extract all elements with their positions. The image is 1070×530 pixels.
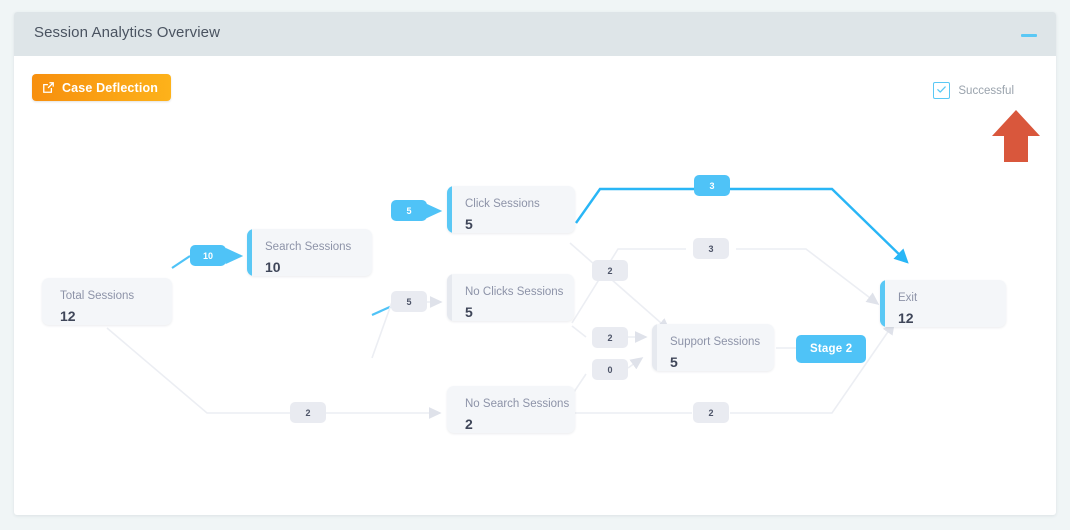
node-total-sessions[interactable]: Total Sessions 12 bbox=[42, 278, 172, 325]
node-value: 5 bbox=[670, 354, 678, 370]
edge-badge-noclicks-exit[interactable]: 3 bbox=[693, 238, 729, 259]
edge-badge-nosearch-support[interactable]: 0 bbox=[592, 359, 628, 380]
edge-badge-click-exit[interactable]: 3 bbox=[694, 175, 730, 196]
check-icon bbox=[936, 82, 947, 100]
case-deflection-label: Case Deflection bbox=[62, 80, 159, 95]
node-accent bbox=[447, 274, 452, 321]
node-click-sessions[interactable]: Click Sessions 5 bbox=[447, 186, 575, 233]
node-exit[interactable]: Exit 12 bbox=[880, 280, 1006, 327]
node-label: Click Sessions bbox=[465, 198, 540, 210]
minus-icon[interactable] bbox=[1020, 26, 1038, 44]
node-search-sessions[interactable]: Search Sessions 10 bbox=[247, 229, 372, 276]
stage-2-marker[interactable]: Stage 2 bbox=[796, 335, 867, 363]
successful-filter[interactable]: Successful bbox=[933, 82, 1014, 99]
edge-badge-total-nosearch[interactable]: 2 bbox=[290, 402, 326, 423]
edge-badge-search-noclicks[interactable]: 5 bbox=[391, 291, 427, 312]
node-label: No Search Sessions bbox=[465, 398, 570, 410]
node-accent bbox=[247, 229, 252, 276]
node-support-sessions[interactable]: Support Sessions 5 bbox=[652, 324, 774, 371]
card-header: Session Analytics Overview bbox=[14, 12, 1056, 56]
analytics-card: Session Analytics Overview Case Deflecti… bbox=[14, 12, 1056, 515]
minus-bar bbox=[1021, 34, 1037, 37]
node-no-search-sessions[interactable]: No Search Sessions 2 bbox=[447, 386, 575, 433]
node-value: 10 bbox=[265, 259, 281, 275]
successful-label: Successful bbox=[958, 84, 1014, 97]
node-no-clicks-sessions[interactable]: No Clicks Sessions 5 bbox=[447, 274, 574, 321]
node-value: 5 bbox=[465, 304, 473, 320]
external-link-icon bbox=[42, 81, 55, 94]
node-label: No Clicks Sessions bbox=[465, 286, 564, 298]
edge-badge-nosearch-exit[interactable]: 2 bbox=[693, 402, 729, 423]
edge-badge-total-search[interactable]: 10 bbox=[190, 245, 226, 266]
node-accent bbox=[447, 186, 452, 233]
node-accent bbox=[652, 324, 657, 371]
node-label: Exit bbox=[898, 292, 918, 304]
case-deflection-button[interactable]: Case Deflection bbox=[32, 74, 172, 101]
successful-checkbox[interactable] bbox=[933, 82, 951, 100]
edge-badge-noclicks-support[interactable]: 2 bbox=[592, 327, 628, 348]
node-accent bbox=[880, 280, 885, 327]
page-title: Session Analytics Overview bbox=[34, 24, 221, 41]
edge-badge-click-support[interactable]: 2 bbox=[592, 260, 628, 281]
node-value: 12 bbox=[898, 310, 914, 326]
node-value: 5 bbox=[465, 216, 473, 232]
node-value: 2 bbox=[465, 416, 473, 432]
flow-canvas: Total Sessions 12 Search Sessions 10 Cli… bbox=[14, 108, 1056, 508]
cursor-arrow-icon bbox=[990, 108, 1042, 169]
node-label: Search Sessions bbox=[265, 241, 352, 253]
node-label: Support Sessions bbox=[670, 336, 761, 348]
node-value: 12 bbox=[60, 308, 76, 324]
edge-badge-search-click[interactable]: 5 bbox=[391, 200, 427, 221]
node-label: Total Sessions bbox=[60, 290, 135, 302]
